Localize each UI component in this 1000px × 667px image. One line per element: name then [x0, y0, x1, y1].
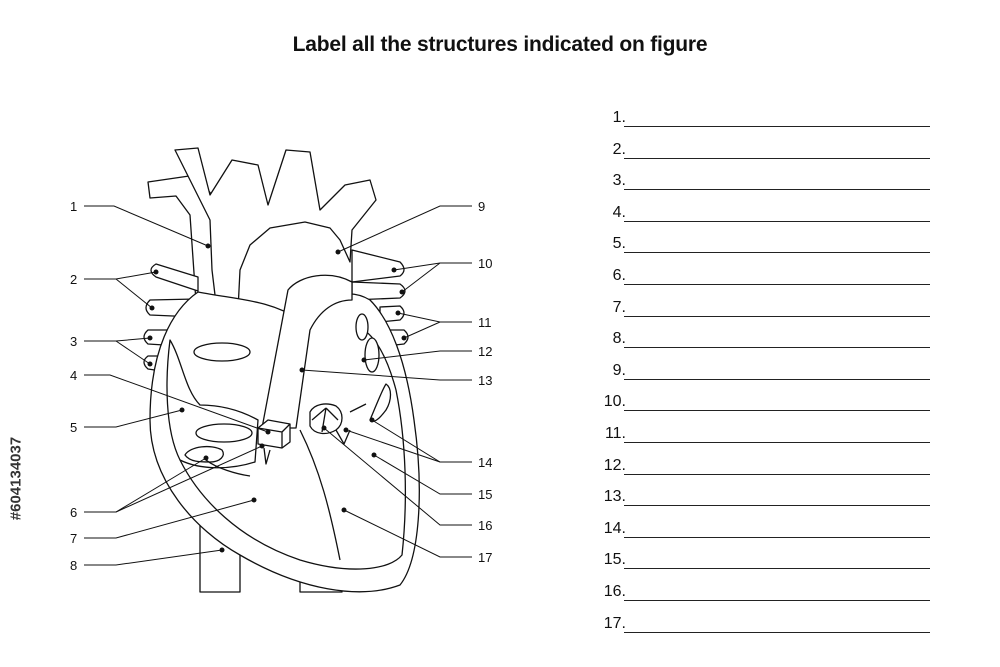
label-8: 8 — [70, 558, 77, 573]
pulmonary-artery-right-upper — [351, 249, 405, 283]
answer-line[interactable] — [624, 505, 930, 507]
answer-number: 6. — [612, 267, 626, 284]
ventricle-inner-wall — [179, 329, 407, 570]
answer-line[interactable] — [624, 473, 930, 475]
answer-number: 17. — [603, 614, 626, 632]
answer-number: 15. — [603, 551, 626, 569]
answer-line[interactable] — [624, 442, 930, 443]
pulmonary-artery-right-lower — [351, 281, 406, 301]
answer-row: 9. — [570, 358, 940, 382]
answer-number: 9. — [612, 361, 626, 379]
answer-line[interactable] — [624, 315, 930, 317]
answer-line[interactable] — [624, 252, 930, 254]
label-6: 6 — [70, 505, 77, 520]
interventricular-septum — [299, 429, 341, 561]
vein-opening-lower — [195, 423, 253, 443]
answer-row: 3. — [570, 168, 940, 192]
label-11: 11 — [478, 315, 492, 330]
answer-number: 13. — [603, 488, 626, 506]
answer-row: 6. — [570, 263, 940, 287]
label-16: 16 — [478, 518, 492, 533]
answer-number: 2. — [612, 140, 626, 158]
right-atrium-wall — [166, 339, 259, 469]
chordae-right — [263, 447, 271, 465]
answer-number: 16. — [603, 583, 626, 600]
answer-row: 1. — [570, 105, 940, 129]
aortic-valve — [309, 403, 343, 435]
label-17: 17 — [478, 550, 492, 565]
worksheet-title: Label all the structures indicated on fi… — [292, 33, 708, 56]
answer-row: 17. — [570, 611, 940, 635]
answer-line[interactable] — [624, 347, 930, 349]
pulmonary-trunk — [261, 274, 353, 429]
answer-row: 7. — [570, 295, 940, 319]
answer-number: 1. — [612, 109, 626, 126]
stock-image-id: #604134037 — [7, 436, 25, 521]
answer-number: 11. — [604, 425, 626, 442]
answer-row: 16. — [570, 579, 940, 603]
answer-number: 4. — [612, 203, 626, 221]
label-14: 14 — [478, 455, 492, 470]
answer-row: 2. — [570, 137, 940, 161]
answer-number: 14. — [603, 519, 626, 537]
label-12: 12 — [478, 344, 492, 359]
answer-line[interactable] — [624, 568, 930, 570]
mitral-cusp — [369, 383, 392, 422]
answer-row: 15. — [570, 547, 940, 571]
answer-line[interactable] — [624, 536, 930, 538]
answer-row: 8. — [570, 326, 940, 350]
answer-number: 8. — [612, 330, 626, 348]
answer-row: 12. — [570, 453, 940, 477]
label-5: 5 — [70, 420, 77, 435]
tricuspid-cusp — [184, 445, 224, 463]
papillary-muscle-right — [205, 459, 251, 477]
label-9: 9 — [478, 199, 485, 214]
answer-number: 12. — [603, 456, 626, 474]
answer-number: 5. — [612, 235, 626, 253]
label-4: 4 — [70, 368, 77, 383]
pulmonary-vein-opening-1 — [355, 313, 369, 341]
answer-number: 10. — [603, 393, 626, 411]
label-7: 7 — [70, 531, 77, 546]
label-1: 1 — [70, 199, 77, 214]
answer-line[interactable] — [624, 631, 930, 633]
pulmonary-vein-left-top — [150, 263, 199, 292]
label-10: 10 — [478, 256, 492, 271]
chordae-left — [335, 403, 367, 445]
answer-line[interactable] — [624, 284, 930, 285]
label-3: 3 — [70, 334, 77, 349]
answer-row: 11. — [570, 421, 940, 445]
answer-row: 10. — [570, 389, 940, 413]
answer-line[interactable] — [624, 126, 930, 127]
label-13: 13 — [478, 373, 492, 388]
answer-line[interactable] — [624, 157, 930, 159]
vein-opening-upper — [193, 342, 251, 362]
answer-number: 3. — [612, 172, 626, 190]
label-2: 2 — [70, 272, 77, 287]
answer-line[interactable] — [624, 378, 930, 380]
answer-line[interactable] — [624, 410, 930, 412]
pulmonary-vein-opening-2 — [364, 337, 380, 373]
answer-row: 5. — [570, 231, 940, 255]
answer-line[interactable] — [624, 220, 930, 222]
answer-line[interactable] — [624, 600, 930, 601]
answer-line[interactable] — [624, 189, 930, 191]
label-15: 15 — [478, 487, 492, 502]
answer-row: 14. — [570, 516, 940, 540]
answer-row: 4. — [570, 200, 940, 224]
answer-row: 13. — [570, 484, 940, 508]
answer-number: 7. — [612, 298, 626, 316]
